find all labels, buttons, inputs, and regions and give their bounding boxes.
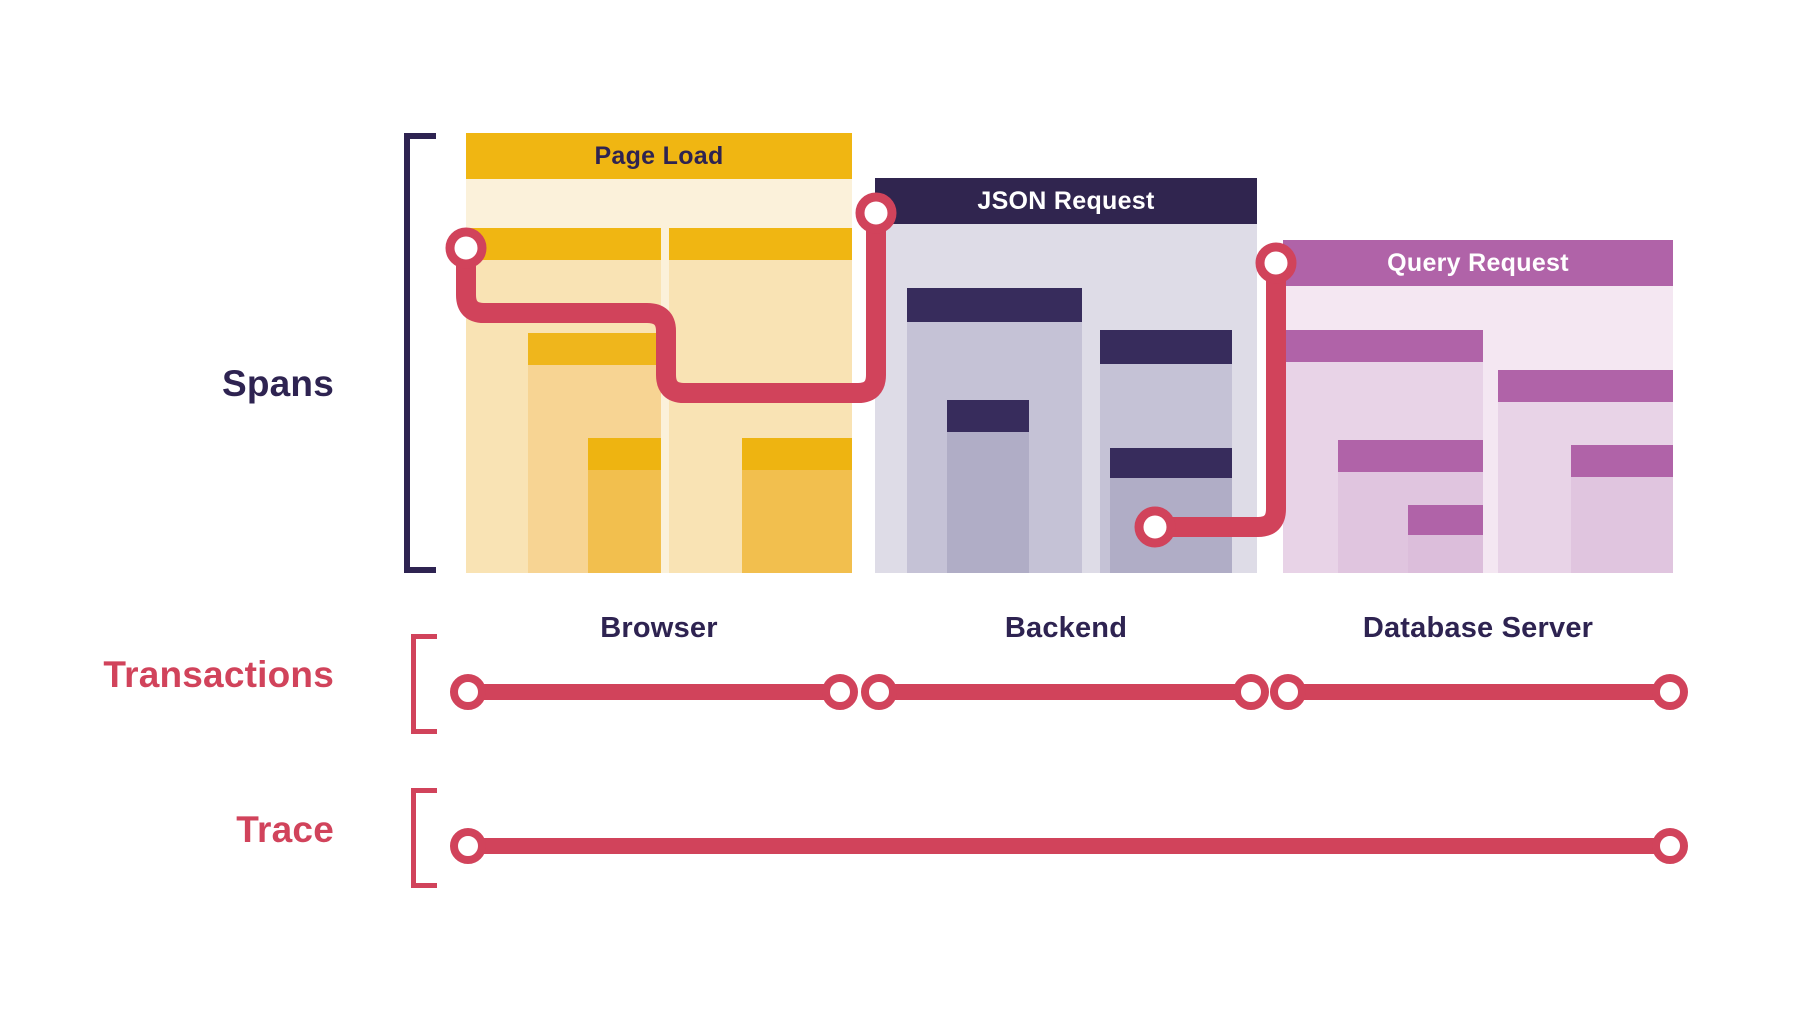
- panel-header-database: Query Request: [1283, 240, 1673, 286]
- service-caption-backend: Backend: [875, 612, 1257, 645]
- span-bar[interactable]: [742, 438, 852, 573]
- transaction-node-backend-end: [1233, 674, 1269, 710]
- trace-node-start: [450, 828, 486, 864]
- span-bar[interactable]: [1408, 505, 1483, 573]
- panel-header-backend: JSON Request: [875, 178, 1257, 224]
- transaction-name-page-load: Page Load: [594, 141, 724, 170]
- bracket-spans: [404, 133, 436, 573]
- transaction-node-browser-start: [450, 674, 486, 710]
- row-label-trace: Trace: [236, 809, 334, 850]
- service-caption-browser: Browser: [466, 612, 852, 645]
- row-label-transactions: Transactions: [103, 654, 334, 695]
- transaction-name-json-request: JSON Request: [977, 186, 1155, 215]
- trace-node-end: [1652, 828, 1688, 864]
- service-caption-database: Database Server: [1283, 612, 1673, 645]
- panel-header-browser: Page Load: [466, 133, 852, 179]
- span-bar[interactable]: [947, 400, 1029, 573]
- bracket-transactions: [411, 634, 437, 734]
- transaction-node-browser-end: [822, 674, 858, 710]
- caption-text: Browser: [600, 612, 718, 644]
- caption-text: Database Server: [1362, 612, 1594, 644]
- transaction-name-query-request: Query Request: [1387, 248, 1569, 277]
- transaction-node-database-start: [1270, 674, 1306, 710]
- service-panel-database[interactable]: Query Request: [1283, 240, 1673, 573]
- row-label-spans: Spans: [221, 363, 334, 404]
- caption-text: Backend: [1004, 612, 1128, 644]
- span-bar[interactable]: [1571, 445, 1673, 573]
- transaction-node-database-end: [1652, 674, 1688, 710]
- bracket-trace: [411, 788, 437, 888]
- span-bar[interactable]: [588, 438, 661, 573]
- transaction-node-backend-start: [861, 674, 897, 710]
